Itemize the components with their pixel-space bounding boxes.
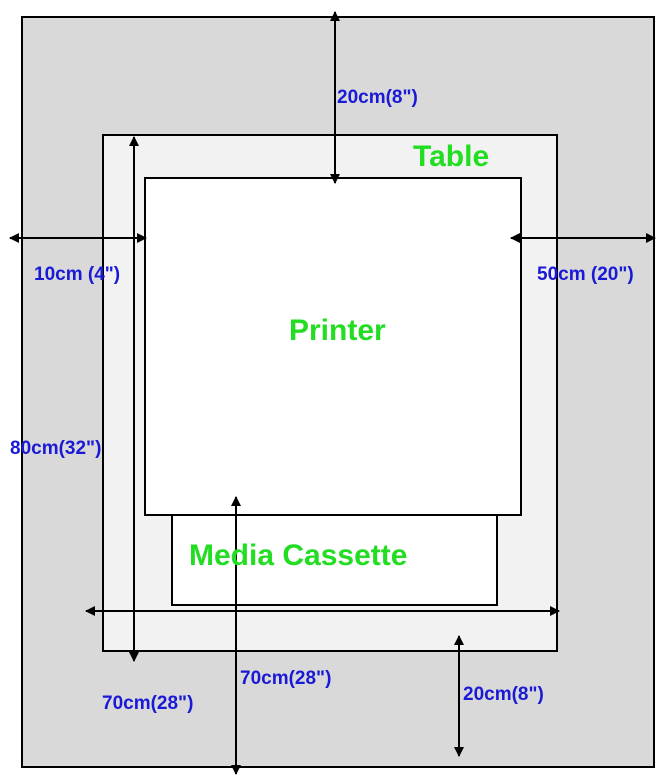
media-cassette-label: Media Cassette [189, 539, 408, 572]
right-clearance-label: 50cm (20") [537, 264, 634, 285]
table-label: Table [413, 140, 490, 173]
front-clearance-label: 70cm(28") [102, 693, 194, 714]
printer-label: Printer [289, 314, 386, 347]
top-clearance-label: 20cm(8") [337, 87, 418, 108]
table-width-label: 70cm(28") [240, 668, 332, 689]
left-clearance-label: 10cm (4") [34, 264, 121, 285]
bottom-clearance-label: 20cm(8") [463, 684, 544, 705]
printer-outline [144, 177, 522, 516]
table-depth-label: 80cm(32") [10, 438, 102, 459]
